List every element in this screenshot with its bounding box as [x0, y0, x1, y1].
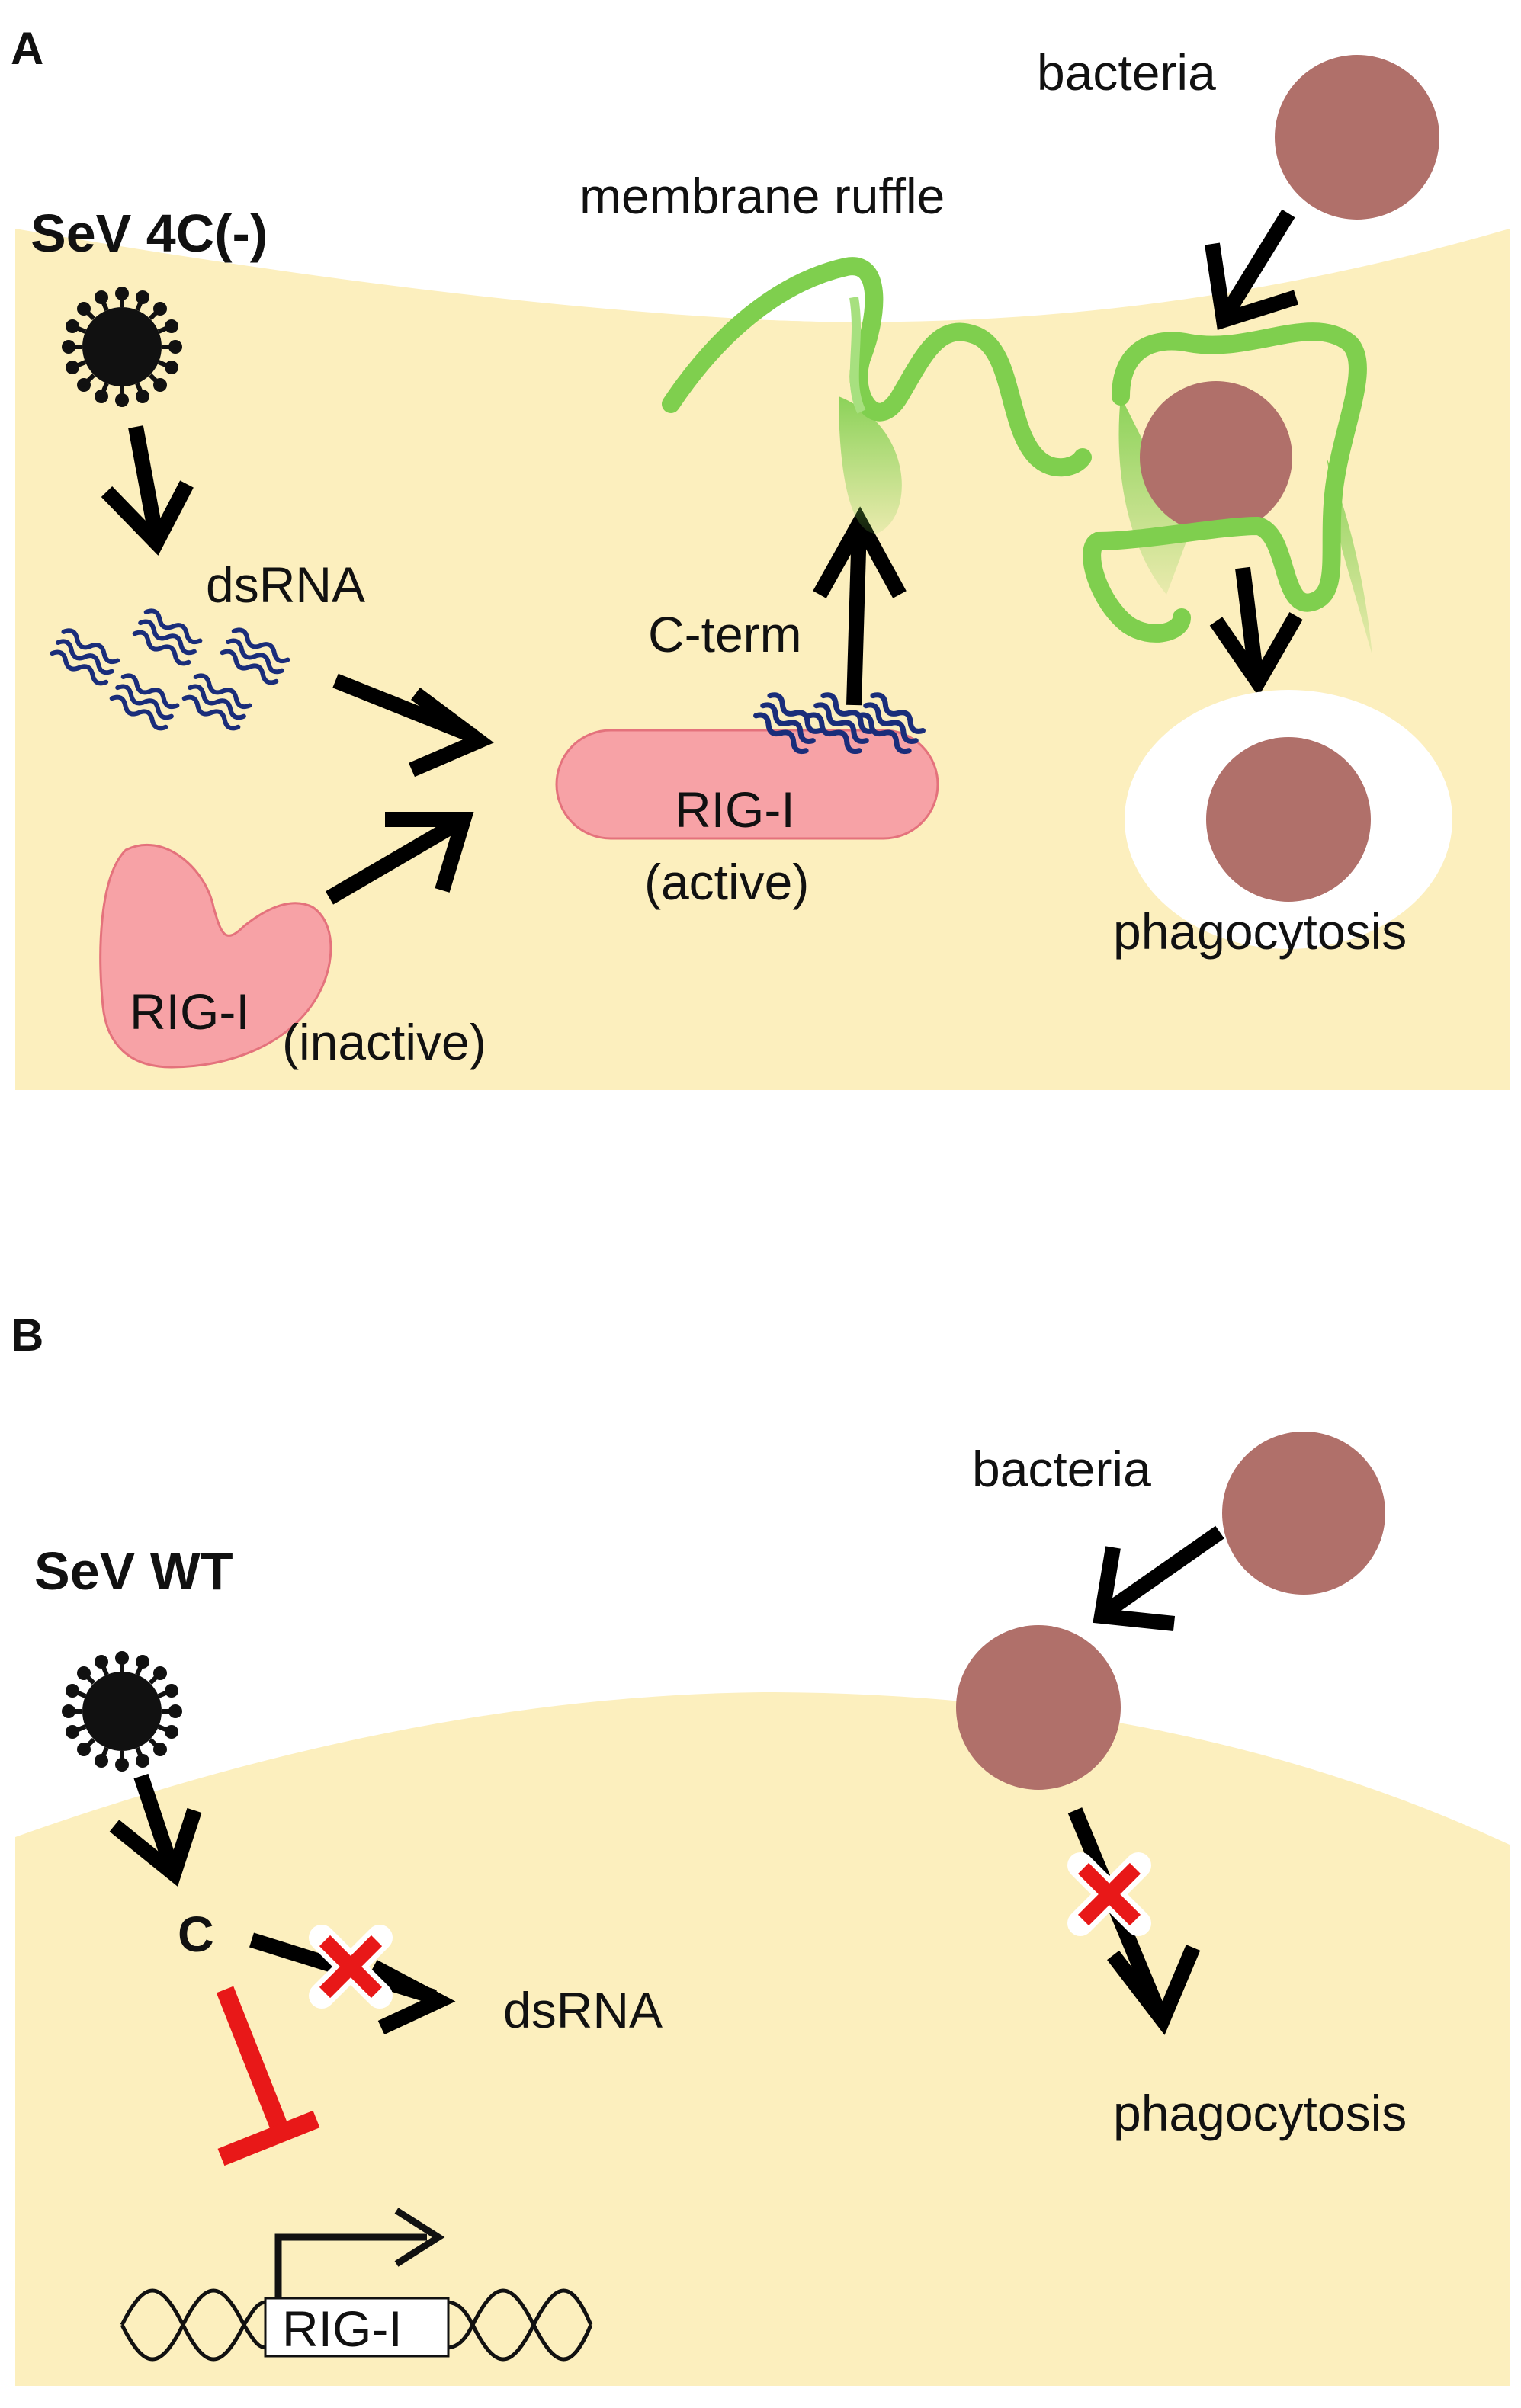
inhibit-bar [216, 1986, 320, 2166]
dsrna-label-b: dsRNA [503, 1982, 663, 2038]
bacteria-top-a [1275, 55, 1439, 220]
bacteria-surface-b [956, 1625, 1121, 1790]
cterm-label: C-term [648, 606, 802, 662]
panel-a: A SeV 4C(-) dsRNA RIG-I (inactive) [0, 0, 1521, 1090]
bacteria-label-a: bacteria [1037, 44, 1216, 101]
promoter-arrow [274, 2208, 445, 2298]
phago-label-a: phagocytosis [1113, 903, 1407, 960]
rigi-inactive-state: (inactive) [282, 1014, 486, 1070]
arrow-virus-to-c [109, 1773, 202, 1887]
virus-label-b: SeV WT [34, 1541, 233, 1601]
membrane-ruffle-left [662, 257, 1092, 534]
arrow-engulf-down-a [1209, 566, 1303, 697]
virus-label-a: SeV 4C(-) [30, 204, 268, 263]
virus-icon-b [64, 1653, 180, 1769]
ruffle-label: membrane ruffle [579, 168, 945, 224]
rigi-inactive-label: RIG-I [130, 983, 250, 1040]
phago-label-b: phagocytosis [1113, 2085, 1407, 2141]
dna-strand [120, 2288, 593, 2362]
bacteria-label-b: bacteria [972, 1441, 1151, 1497]
panel-b: B bacteria phagocytosis SeV WT C dsRNA [11, 1310, 1510, 2386]
gene-box [264, 2297, 450, 2358]
membrane-ruffle-right [1083, 322, 1372, 656]
arrow-bacteria-in-a [1205, 209, 1299, 331]
bacteria-phagosome-a [1206, 737, 1371, 902]
rigi-active-shape [555, 729, 939, 840]
gene-label: RIG-I [282, 2301, 403, 2357]
bacteria-engulfed-a [1140, 381, 1292, 534]
cell-cover-a [0, 0, 1521, 1]
bacteria-top-b [1222, 1432, 1385, 1595]
rigi-active-state: (active) [644, 854, 809, 910]
arrow-dsrna-to-active [332, 673, 494, 778]
panel-b-letter: B [11, 1310, 43, 1361]
c-label: C [178, 1906, 214, 1962]
arrow-virus-to-dsrna [101, 425, 194, 556]
panel-a-letter: A [11, 23, 43, 74]
virus-icon-a [64, 289, 180, 405]
arrow-inactive-to-active [325, 812, 474, 905]
rigi-active-label: RIG-I [675, 781, 795, 838]
dsrna-label-a: dsRNA [206, 556, 365, 613]
arrow-bacteria-in-b [1093, 1525, 1224, 1631]
rigi-inactive-shape [99, 844, 332, 1069]
